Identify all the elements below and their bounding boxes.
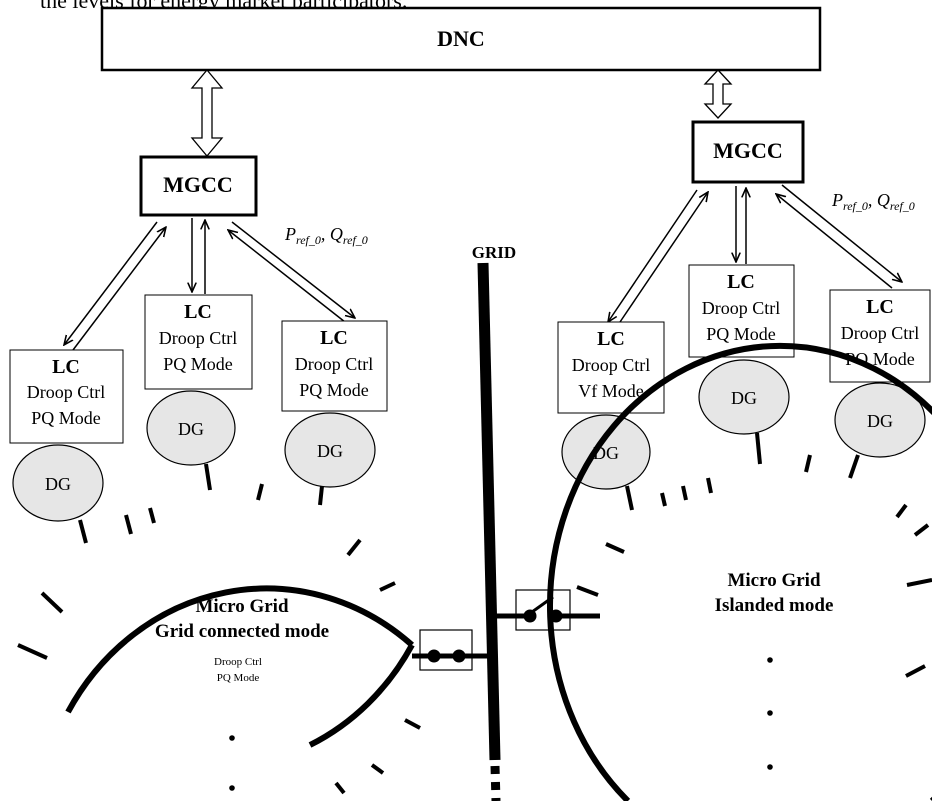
grid-bus-continuation xyxy=(490,765,501,801)
right-breaker xyxy=(490,589,600,631)
right-lc-2: LC Droop Ctrl PQ Mode xyxy=(688,264,795,358)
left-lc1-arrow-down xyxy=(72,227,166,351)
right-lc-1-line1: Droop Ctrl xyxy=(572,355,651,375)
left-lc-1-line2: PQ Mode xyxy=(31,408,101,428)
left-dg-1: DG xyxy=(12,444,104,522)
left-mgcc-label: MGCC xyxy=(163,172,233,197)
left-lc-1: LC Droop Ctrl PQ Mode xyxy=(9,349,124,444)
right-mgcc-label: MGCC xyxy=(713,138,783,163)
left-mgcc-box xyxy=(139,155,258,217)
right-lc-3-title: LC xyxy=(866,296,894,318)
right-mgcc-lc-arrows xyxy=(608,184,902,323)
left-lc-2-title: LC xyxy=(184,301,212,323)
right-dg-3: DG xyxy=(834,382,926,458)
right-lc-3-line1: Droop Ctrl xyxy=(841,323,920,343)
left-microgrid-ring xyxy=(17,463,421,795)
right-lc-2-title: LC xyxy=(727,271,755,293)
left-lc-3-line1: Droop Ctrl xyxy=(295,354,374,374)
grid-label: GRID xyxy=(472,243,516,262)
left-ref-label: Pref_0, Qref_0 xyxy=(284,224,368,247)
left-lc3-arrow-down xyxy=(231,221,355,318)
right-lc1-arrow-up xyxy=(619,192,708,323)
right-lc-1-title: LC xyxy=(597,328,625,350)
right-ref-label: Pref_0, Qref_0 xyxy=(831,190,915,213)
dnc-box xyxy=(100,6,822,72)
svg-text:DG: DG xyxy=(867,411,893,431)
dnc-mgcc-left-link-arrow xyxy=(190,68,224,158)
right-lc-3: LC Droop Ctrl PQ Mode xyxy=(829,289,931,383)
right-microgrid-subtitle: Islanded mode xyxy=(715,595,834,616)
left-microgrid-title: Micro Grid xyxy=(195,596,288,617)
left-breaker xyxy=(412,629,490,671)
left-lc-1-line1: Droop Ctrl xyxy=(27,382,106,402)
left-lc-2: LC Droop Ctrl PQ Mode xyxy=(144,294,253,390)
left-lc3-arrow-up xyxy=(228,230,346,323)
right-lc-1-line2: Vf Mode xyxy=(578,381,644,401)
left-lc-2-line1: Droop Ctrl xyxy=(159,328,238,348)
right-microgrid-ring xyxy=(547,342,932,801)
right-dg-2: DG xyxy=(698,359,790,435)
left-lc-1-title: LC xyxy=(52,356,80,378)
svg-text:DG: DG xyxy=(731,388,757,408)
left-microgrid-small1: Droop Ctrl xyxy=(214,656,262,668)
left-dg-2: DG xyxy=(146,390,236,466)
dnc-mgcc-right-link-arrow xyxy=(703,69,733,119)
right-lc3-arrow-up xyxy=(776,194,893,289)
left-dg-3: DG xyxy=(284,412,376,488)
left-microgrid-small2: PQ Mode xyxy=(217,672,260,684)
right-lc-2-line2: PQ Mode xyxy=(706,324,776,344)
right-lc3-arrow-down xyxy=(781,184,902,282)
left-microgrid-subtitle: Grid connected mode xyxy=(155,621,329,642)
dnc-label: DNC xyxy=(437,26,485,51)
right-microgrid-title: Micro Grid xyxy=(727,570,820,591)
right-lc1-arrow-down xyxy=(608,189,698,322)
left-lc-3-title: LC xyxy=(320,327,348,349)
left-lc1-arrow-up xyxy=(64,221,158,345)
svg-text:DG: DG xyxy=(45,474,71,494)
right-lc-2-line1: Droop Ctrl xyxy=(702,298,781,318)
right-lc-1: LC Droop Ctrl Vf Mode xyxy=(557,321,665,414)
right-mgcc-box xyxy=(691,120,805,184)
left-mgcc-lc-arrows xyxy=(64,218,355,351)
left-lc-2-line2: PQ Mode xyxy=(163,354,233,374)
left-continuation-dots xyxy=(229,735,235,791)
svg-text:DG: DG xyxy=(178,419,204,439)
right-continuation-dots xyxy=(767,657,773,770)
left-lc-3-line2: PQ Mode xyxy=(299,380,369,400)
right-dg-1: DG xyxy=(561,414,651,490)
svg-text:DG: DG xyxy=(317,441,343,461)
left-lc-3: LC Droop Ctrl PQ Mode xyxy=(281,320,388,412)
grid-bus xyxy=(477,262,501,761)
